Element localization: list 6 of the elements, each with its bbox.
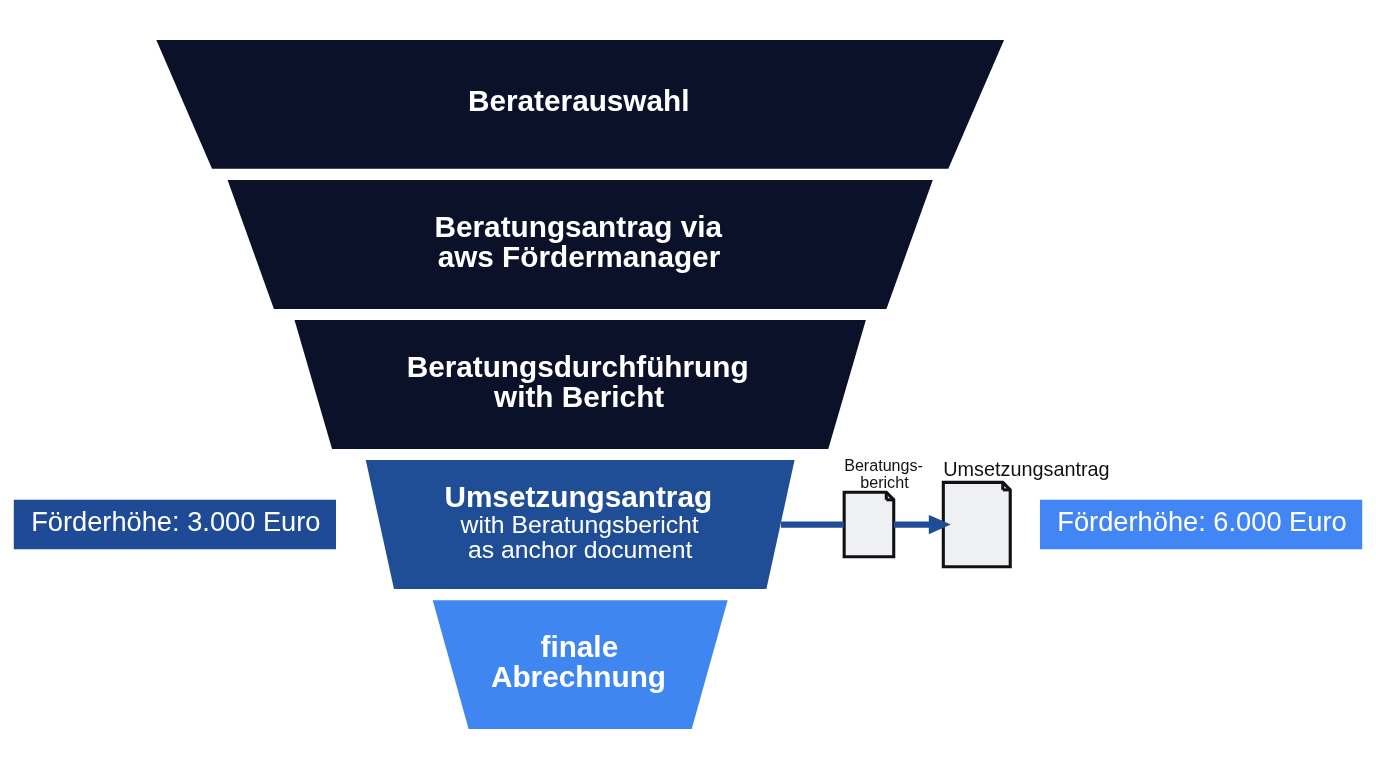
- node-label: Umsetzungsantrag: [943, 457, 1110, 480]
- arrow: [893, 514, 951, 534]
- node-box: Förderhöhe: 3.000 Euro: [13, 499, 336, 549]
- node-box: Förderhöhe: 6.000 Euro: [1040, 499, 1363, 549]
- node-label: Beratungs- bericht: [844, 455, 923, 491]
- connector: [780, 520, 844, 528]
